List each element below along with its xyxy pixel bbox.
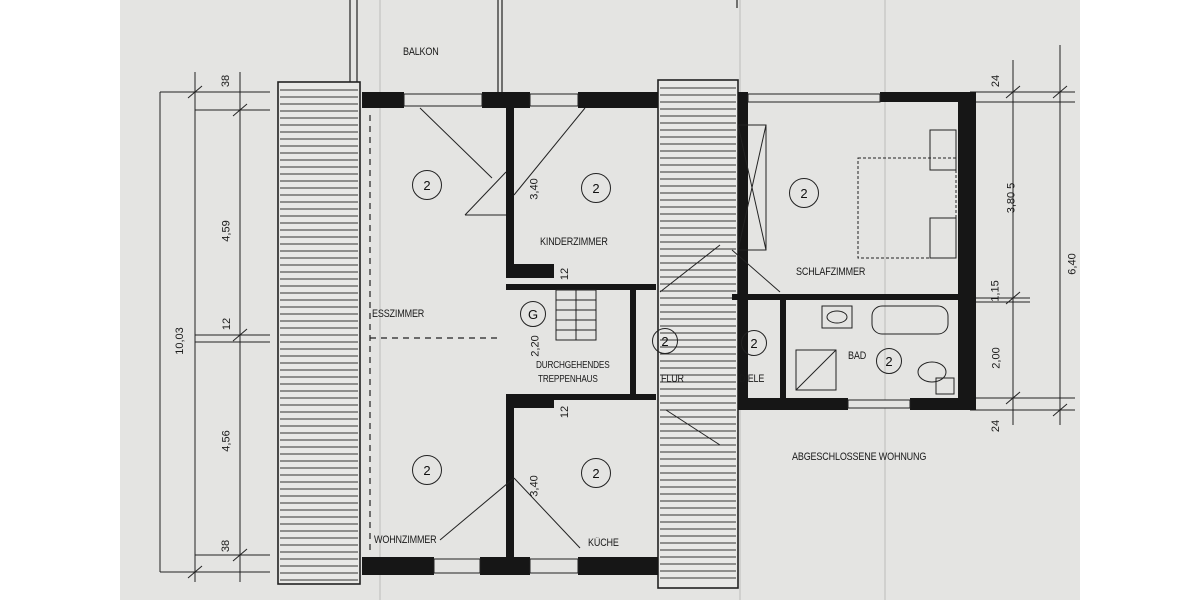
windows <box>403 93 911 574</box>
dim-left-456: 4,56 <box>220 430 233 452</box>
room-number-bad: 2 <box>876 348 902 374</box>
dim-right-total: 6,40 <box>1066 253 1079 275</box>
dim-right-200: 2,00 <box>990 347 1003 369</box>
label-abgeschlossene-wohnung: ABGESCHLOSSENE WOHNUNG <box>792 451 927 463</box>
floor-plan-sheet: BALKON ESSZIMMER WOHNZIMMER KINDERZIMMER… <box>120 0 1080 600</box>
floor-plan-drawing <box>159 0 1075 600</box>
bathroom-fixtures <box>795 305 955 395</box>
room-label-wohnzimmer: WOHNZIMMER <box>374 534 437 546</box>
room-number-diele: 2 <box>741 330 767 356</box>
middle-roof-hatch <box>657 79 739 589</box>
dim-kinder-12: 12 <box>559 267 572 281</box>
dim-left-top-38: 38 <box>220 74 233 88</box>
dim-right-24-bottom: 24 <box>990 419 1003 433</box>
dim-kueche-12: 12 <box>559 405 572 419</box>
room-number-kueche: 2 <box>581 458 611 488</box>
room-number-treppe: G <box>520 301 546 327</box>
room-number-wohnzimmer: 2 <box>412 455 442 485</box>
room-number-schlafzimmer: 2 <box>789 178 819 208</box>
room-label-esszimmer: ESSZIMMER <box>372 308 425 320</box>
room-label-schlafzimmer: SCHLAFZIMMER <box>796 266 866 278</box>
room-label-kueche: KÜCHE <box>588 537 619 549</box>
staircase <box>555 289 597 341</box>
walls <box>362 92 976 575</box>
right-dimension-lines <box>970 45 1075 425</box>
room-label-diele: DIELE <box>739 373 765 385</box>
door-swings <box>419 107 781 549</box>
room-number-kinderzimmer: 2 <box>581 173 611 203</box>
dim-right-24-top: 24 <box>990 74 1003 88</box>
dim-treppe-220: 2,20 <box>529 335 542 357</box>
room-label-flur: FLUR <box>661 373 684 385</box>
dim-kueche-340: 3,40 <box>528 475 541 497</box>
dim-right-115: 1,15 <box>989 280 1002 302</box>
dim-kinder-340: 3,40 <box>528 178 541 200</box>
room-label-treppenhaus-line2: TREPPENHAUS <box>538 374 598 385</box>
room-label-balkon: BALKON <box>403 46 439 58</box>
dim-left-12: 12 <box>221 317 234 331</box>
dim-left-total: 10,03 <box>173 327 186 355</box>
room-number-esszimmer: 2 <box>412 170 442 200</box>
room-label-kinderzimmer: KINDERZIMMER <box>540 236 608 248</box>
bedroom-furniture <box>737 124 957 259</box>
dim-left-bottom-38: 38 <box>220 539 233 553</box>
room-label-bad: BAD <box>848 350 867 362</box>
left-dimension-lines <box>159 72 270 582</box>
dim-left-459: 4,59 <box>220 220 233 242</box>
room-number-flur: 2 <box>652 328 678 354</box>
balcony-lines <box>349 0 738 95</box>
left-roof-hatch <box>277 81 361 585</box>
dim-right-3805: 3,80 5 <box>1005 182 1018 214</box>
room-label-treppenhaus-line1: DURCHGEHENDES <box>536 360 610 371</box>
